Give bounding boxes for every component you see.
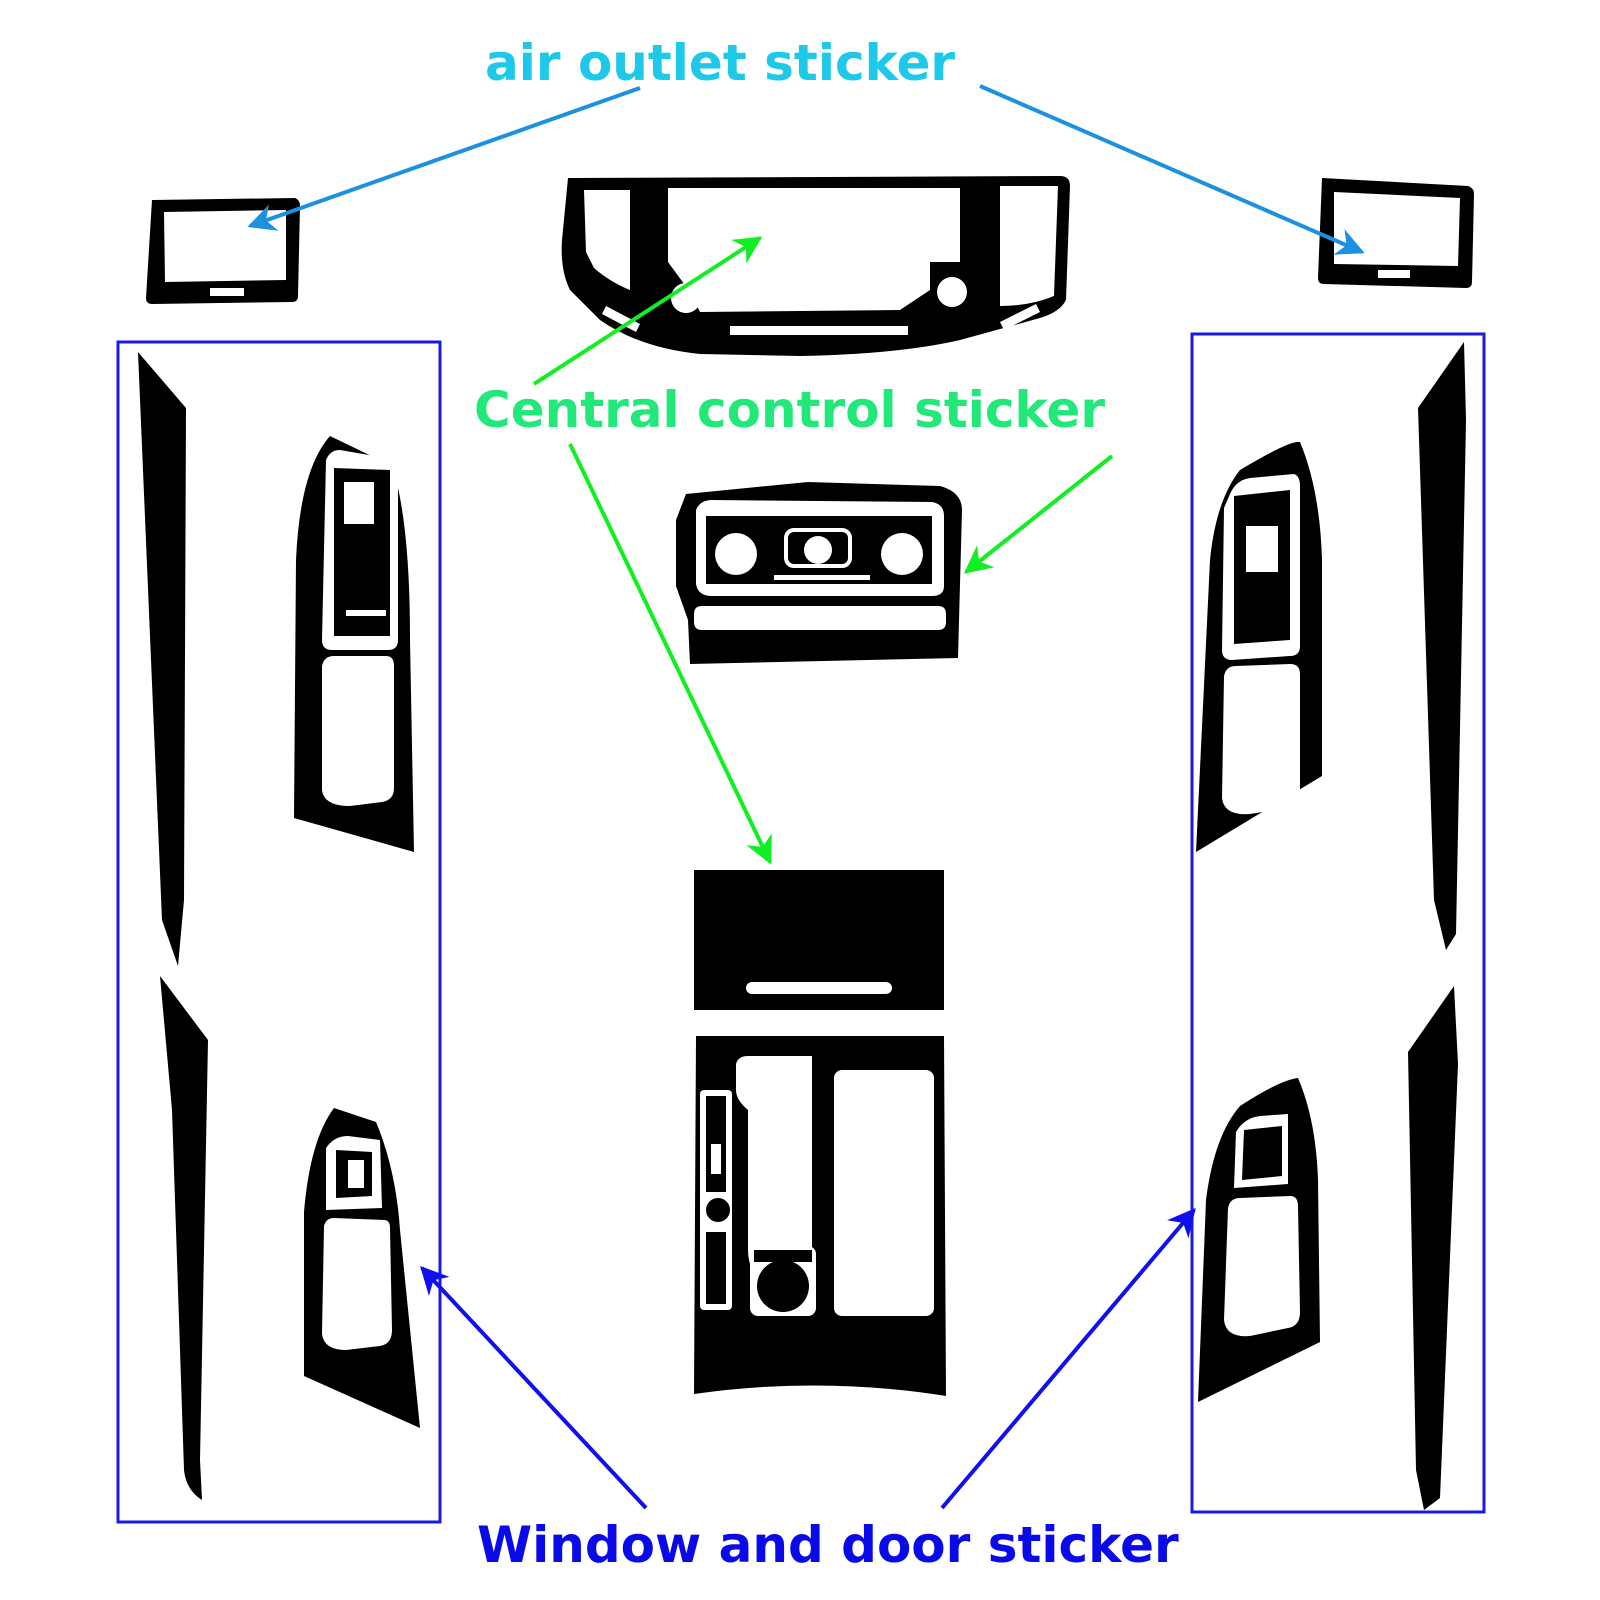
central-dashboard-sticker	[561, 176, 1070, 356]
label-air-outlet-sticker: air outlet sticker	[485, 34, 956, 92]
arrow-window-right	[940, 1207, 1196, 1510]
console-lower-sticker	[694, 1036, 946, 1396]
console-upper-sticker	[694, 870, 944, 1010]
arrow-central-console	[568, 443, 772, 865]
label-central-control-sticker: Central control sticker	[474, 381, 1106, 439]
window-door-frame-right	[1190, 332, 1486, 1514]
window-switch-right-front	[1196, 441, 1322, 852]
arrow-air-outlet-right	[979, 84, 1365, 255]
arrow-central-dashboard-up	[532, 236, 763, 386]
arrow-window-left	[420, 1265, 648, 1510]
door-trim-left-rear	[160, 976, 208, 1500]
arrow-central-climate	[963, 454, 1114, 574]
window-door-frame-left	[116, 340, 442, 1524]
arrow-air-outlet-left	[247, 86, 641, 231]
window-switch-left-front	[294, 436, 414, 852]
air-outlet-sticker-right	[1318, 178, 1474, 288]
door-trim-left-front	[138, 352, 186, 966]
window-switch-right-rear	[1198, 1078, 1320, 1402]
window-switch-left-rear	[304, 1108, 420, 1428]
door-trim-right-rear	[1408, 986, 1458, 1510]
climate-control-sticker	[676, 482, 962, 664]
door-trim-right-front	[1418, 342, 1466, 950]
label-window-door-sticker: Window and door sticker	[477, 1516, 1179, 1574]
air-outlet-sticker-left	[146, 198, 300, 304]
